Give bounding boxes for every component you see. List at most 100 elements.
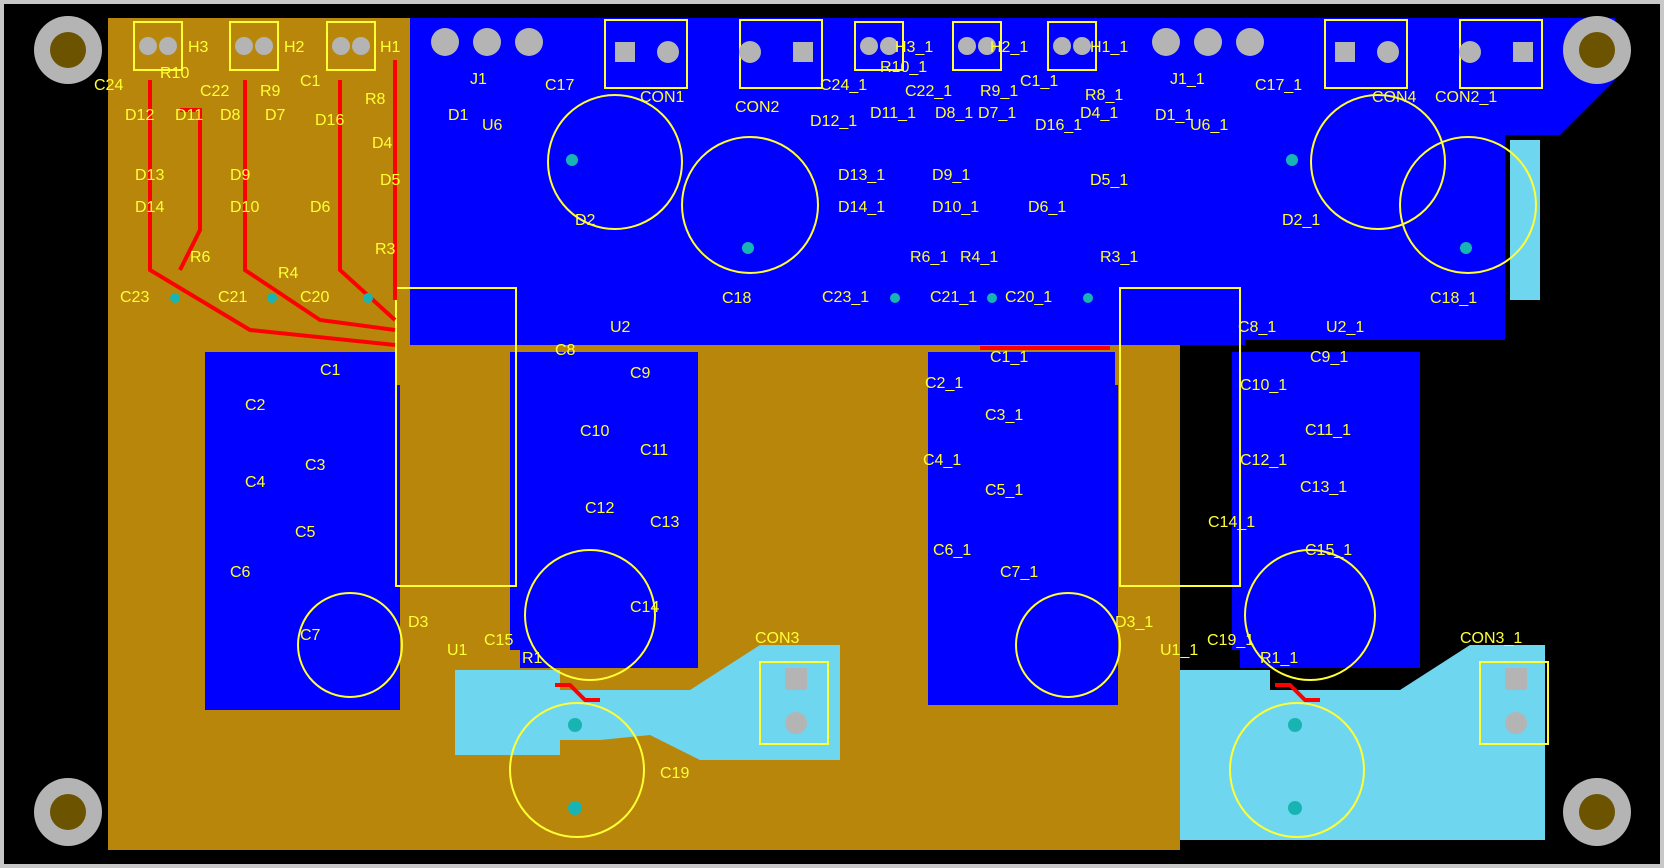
label-d10: D10 [230,199,259,216]
label-c14: C14 [630,599,659,616]
label-d7-1: D7_1 [978,105,1016,122]
label-c3: C3 [305,457,326,474]
label-h2-1: H2_1 [990,39,1028,56]
label-u2: U2 [610,319,631,336]
label-c15: C15 [484,632,513,649]
label-c4: C4 [245,474,266,491]
label-d9: D9 [230,167,251,184]
label-c1-1: C1_1 [990,349,1028,366]
label-c9-1: C9_1 [1310,349,1348,366]
label-c11-1: C11_1 [1305,422,1351,439]
label-con1: CON1 [640,89,685,106]
label-c18: C18 [722,290,751,307]
label-r10-1: R10_1 [880,59,927,76]
label-r8: R8 [365,91,386,108]
label-c24: C24 [94,77,123,94]
label-c20: C20 [300,289,329,306]
label-c6: C6 [230,564,251,581]
label-d1: D1 [448,107,469,124]
label-r6: R6 [190,249,211,266]
label-d16: D16 [315,112,344,129]
label-d3-1: D3_1 [1115,614,1153,631]
label-con2-1: CON2_1 [1435,89,1497,106]
label-c3-1: C3_1 [985,407,1023,424]
traces-left [148,60,600,702]
label-c17: C17 [545,77,574,94]
top-pour-island-3 [928,352,1118,705]
label-u1-1: U1_1 [1160,642,1198,659]
label-d3: D3 [408,614,429,631]
label-d12-1: D12_1 [810,113,857,130]
label-d11: D11 [175,107,203,124]
label-d13: D13 [135,167,164,184]
label-r4: R4 [278,265,299,282]
label-h3: H3 [188,39,209,56]
traces-right [980,346,1320,702]
label-d7: D7 [265,107,286,124]
label-d9-1: D9_1 [932,167,970,184]
label-c14-1: C14_1 [1208,514,1255,531]
label-r4-1: R4_1 [960,249,998,266]
label-c12: C12 [585,500,614,517]
label-d14-1: D14_1 [838,199,885,216]
label-c13: C13 [650,514,679,531]
label-d13-1: D13_1 [838,167,885,184]
label-c18-1: C18_1 [1430,290,1477,307]
label-c23: C23 [120,289,149,306]
label-c1: C1 [320,362,341,379]
label-r10: R10 [160,65,189,82]
label-d16-1: D16_1 [1035,117,1082,134]
label-r8-1: R8_1 [1085,87,1123,104]
label-j1: J1 [470,71,487,88]
ic-u-left [395,287,517,587]
label-c5: C5 [295,524,316,541]
label-d5-1: D5_1 [1090,172,1128,189]
label-c22-1: C22_1 [905,83,952,100]
label-c9: C9 [630,365,651,382]
label-c8: C8 [555,342,576,359]
label-c2-1: C2_1 [925,375,963,392]
label-c1-1: C1_1 [1020,73,1058,90]
label-h3-1: H3_1 [895,39,933,56]
label-c7: C7 [300,627,321,644]
label-con3: CON3 [755,630,800,647]
label-c13-1: C13_1 [1300,479,1347,496]
label-c1: C1 [300,73,321,90]
label-h1: H1 [380,39,401,56]
label-d1-1: D1_1 [1155,107,1193,124]
label-c5-1: C5_1 [985,482,1023,499]
label-c21-1: C21_1 [930,289,977,306]
label-d2: D2 [575,212,596,229]
label-d12: D12 [125,107,154,124]
label-r1: R1 [522,650,543,667]
label-c20-1: C20_1 [1005,289,1052,306]
label-c17-1: C17_1 [1255,77,1302,94]
capacitor-outlines [297,94,1537,838]
label-d5: D5 [380,172,401,189]
top-pour-island-2 [510,352,698,668]
pads [139,28,1533,734]
label-c22: C22 [200,83,229,100]
bottom-pour-top-right [1510,140,1540,300]
top-pour-island-1 [205,352,400,710]
label-d8: D8 [220,107,241,124]
label-u6-1: U6_1 [1190,117,1228,134]
label-j1-1: J1_1 [1170,71,1205,88]
label-c19-1: C19_1 [1207,632,1254,649]
label-r1-1: R1_1 [1260,650,1298,667]
label-u1: U1 [447,642,468,659]
label-c12-1: C12_1 [1240,452,1287,469]
label-c10-1: C10_1 [1240,377,1287,394]
label-h1-1: H1_1 [1090,39,1128,56]
label-d4: D4 [372,135,393,152]
label-d6: D6 [310,199,331,216]
label-u6: U6 [482,117,503,134]
label-d10-1: D10_1 [932,199,979,216]
label-d6-1: D6_1 [1028,199,1066,216]
label-c2: C2 [245,397,266,414]
label-r3-1: R3_1 [1100,249,1138,266]
top-pour-island-4 [1232,352,1420,668]
label-r3: R3 [375,241,396,258]
label-d4-1: D4_1 [1080,105,1118,122]
